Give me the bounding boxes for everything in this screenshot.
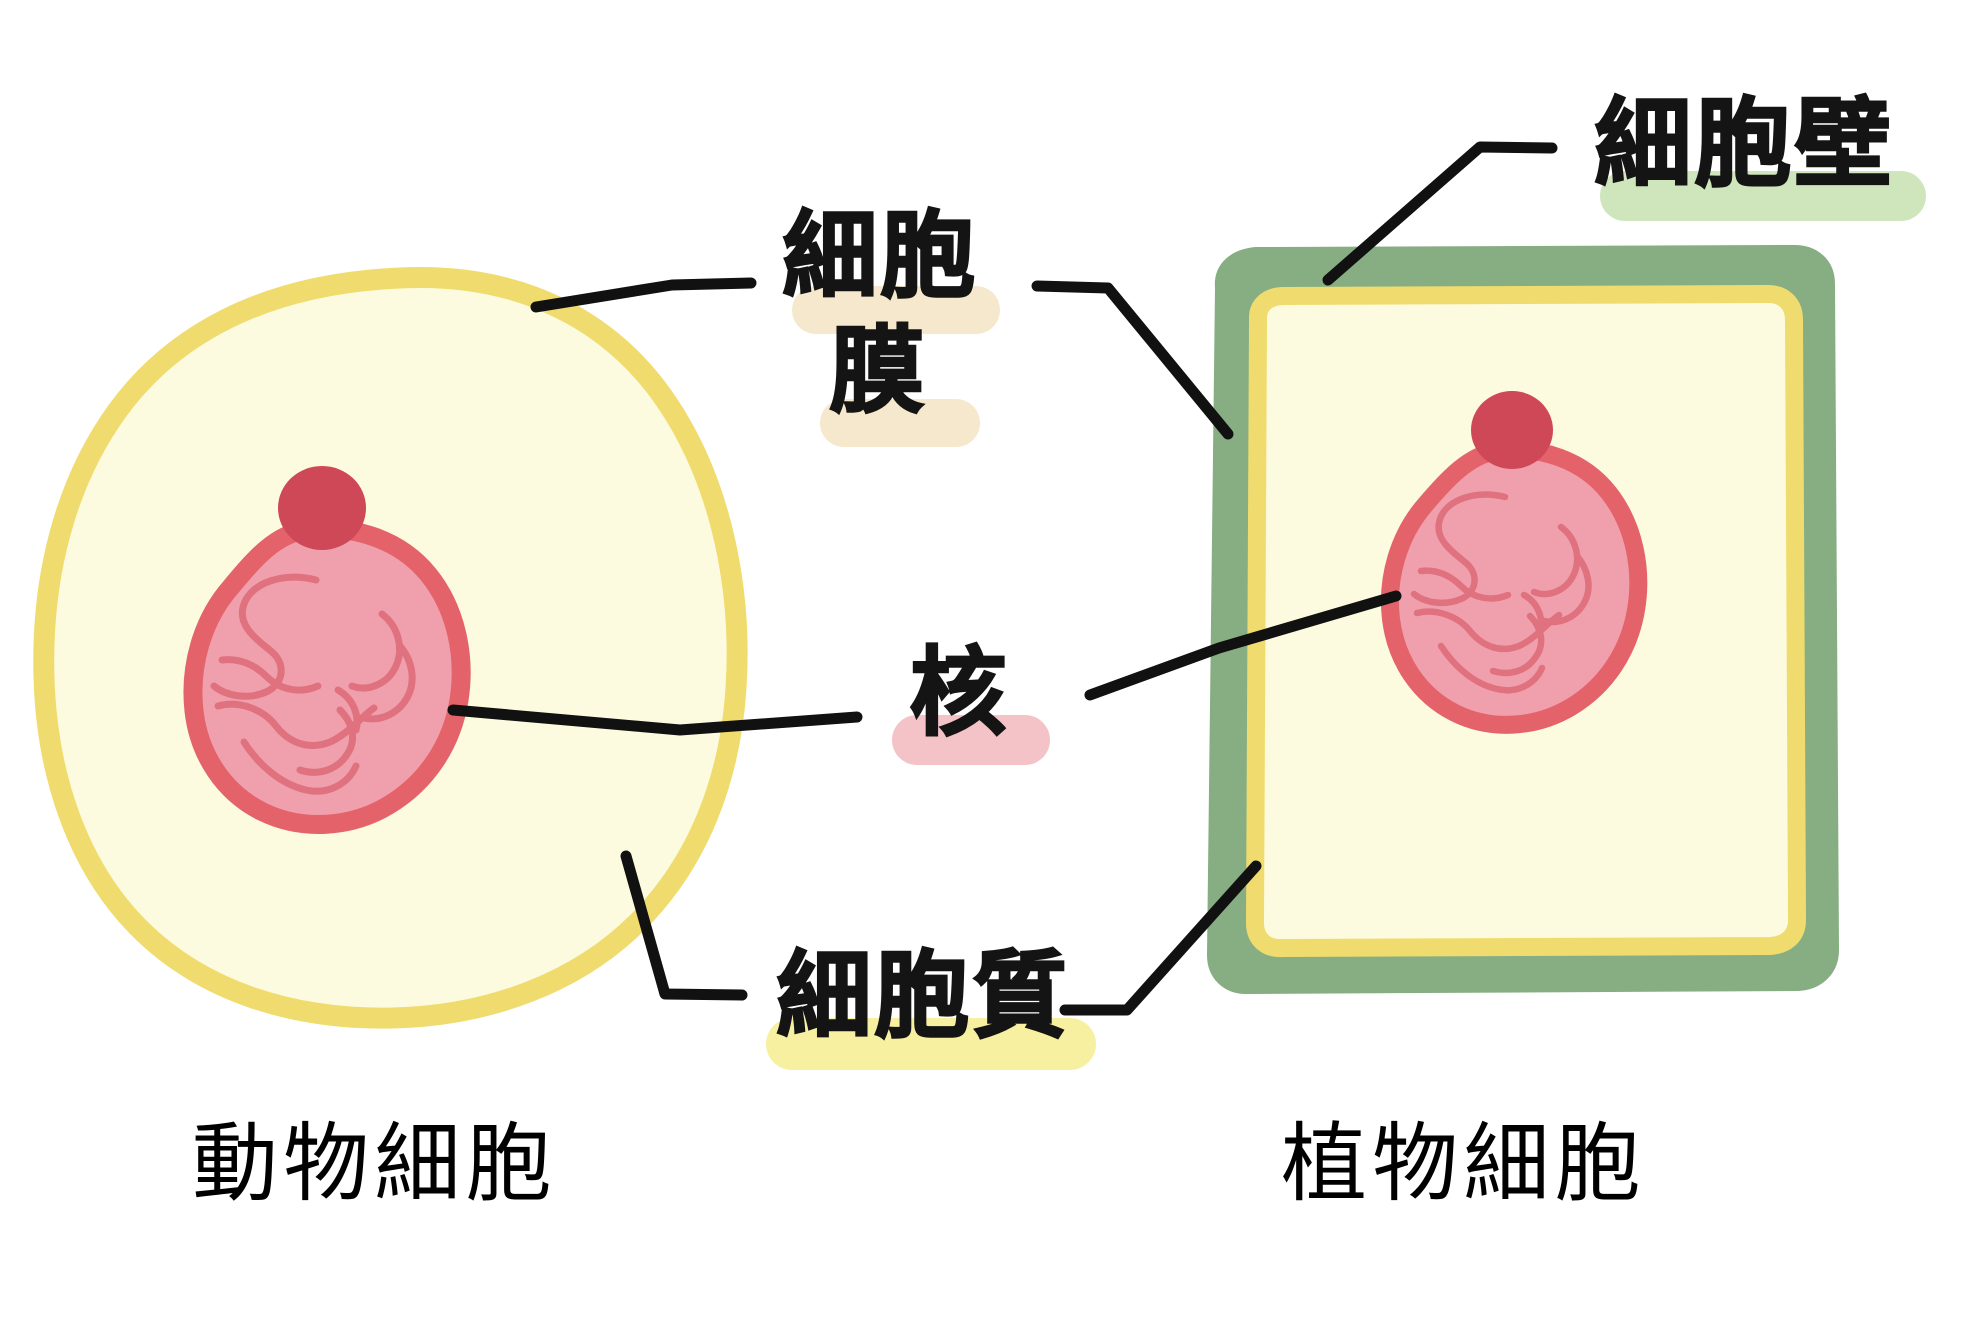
plant-nucleus-envelope [1380,440,1648,734]
leader-membrane-plant [1031,280,1234,440]
leader-lines [447,141,1558,1016]
plant-nucleolus-body [1471,391,1553,469]
label-cell-wall: 細胞壁 [1594,88,1895,200]
highlight-cytoplasm [766,1018,1096,1070]
leader-nucleus-animal [447,704,863,736]
label-cytoplasm: 細胞質 [776,942,1071,1051]
leader-nucleus-plant [1084,590,1402,701]
animal-nucleus-group [183,466,471,834]
highlight-cell-membrane-line2 [820,399,980,447]
animal-nucleolus-body [278,466,366,550]
leader-cytoplasm-animal [620,850,748,1001]
label-nucleus: 核 [909,637,1010,749]
leader-cytoplasm-plant [1059,860,1262,1016]
highlight-cell-membrane-line1 [792,286,1000,334]
label-cell-membrane-line1: 細胞 [782,202,979,311]
caption-plant-cell: 植物細胞 [1281,1114,1646,1214]
label-cell-membrane-line2: 膜 [829,317,928,426]
leader-wall-plant [1322,141,1558,286]
plant-chromatin [1410,491,1592,694]
animal-nucleus-envelope [183,519,471,834]
caption-animal-cell: 動物細胞 [192,1114,557,1214]
highlight-nucleus [892,715,1050,765]
highlight-cell-wall [1600,171,1926,221]
plant-nucleus-group [1380,391,1648,734]
leader-membrane-animal [530,277,757,313]
animal-chromatin [210,573,416,795]
